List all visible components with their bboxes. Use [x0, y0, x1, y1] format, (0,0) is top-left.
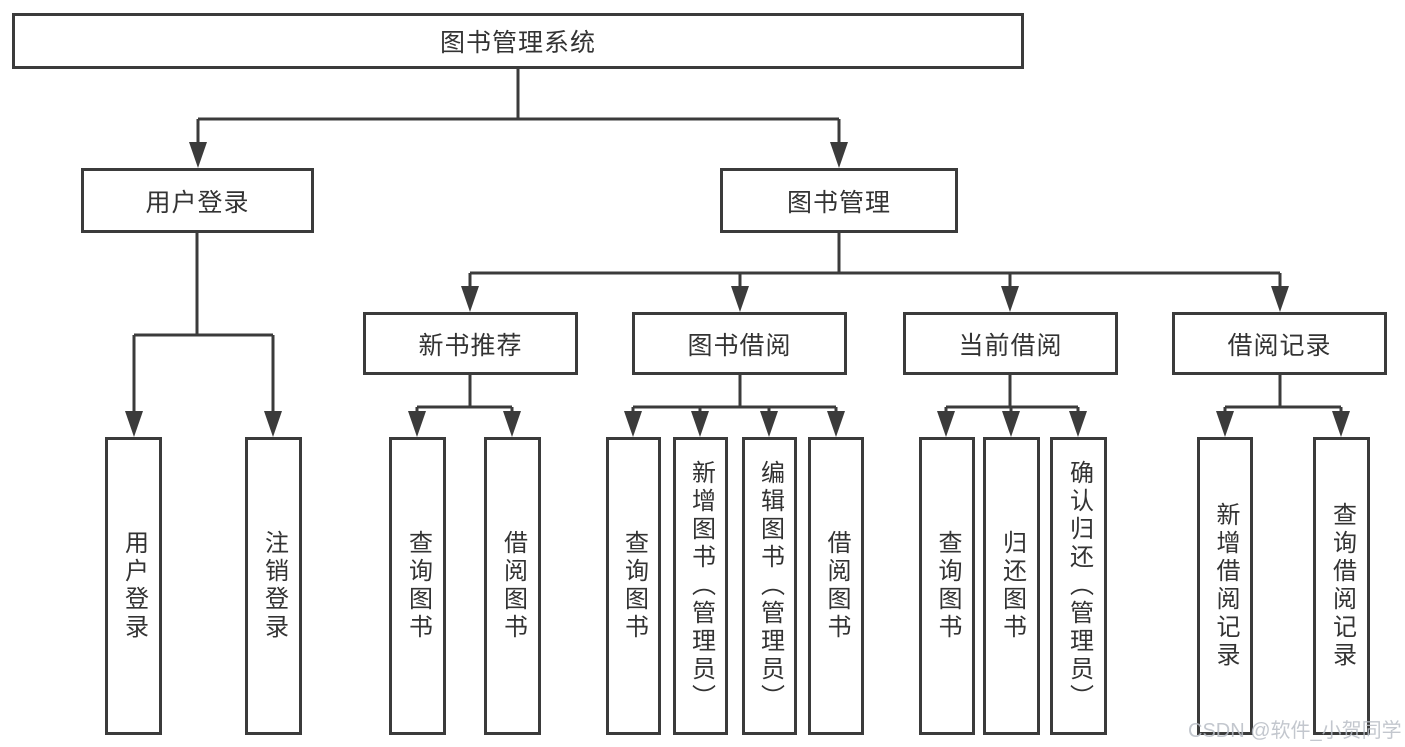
node-borrowing-records: 借阅记录 [1172, 312, 1387, 375]
leaf-borrow-query-books: 查询图书 [606, 437, 661, 735]
leaf-user-login: 用户登录 [105, 437, 162, 735]
node-book-management: 图书管理 [720, 168, 958, 233]
leaf-borrow-borrow-books: 借阅图书 [808, 437, 864, 735]
leaf-records-add-record-label: 新增借阅记录 [1212, 502, 1239, 670]
leaf-borrow-add-books-admin-label: 新增图书（管理员） [687, 460, 715, 712]
leaf-current-confirm-return-admin: 确认归还（管理员） [1050, 437, 1107, 735]
node-new-book-recommend-label: 新书推荐 [418, 331, 523, 360]
node-user-login-label: 用户登录 [145, 188, 250, 217]
leaf-logout: 注销登录 [245, 437, 302, 735]
node-borrowing-records-label: 借阅记录 [1227, 331, 1332, 360]
leaf-current-query-books-label: 查询图书 [934, 530, 961, 642]
leaf-current-query-books: 查询图书 [919, 437, 975, 735]
node-book-borrowing-label: 图书借阅 [687, 331, 792, 360]
node-root-label: 图书管理系统 [439, 29, 596, 57]
node-book-management-label: 图书管理 [786, 188, 891, 217]
csdn-watermark: CSDN @软件_小贺同学 [1188, 720, 1402, 742]
leaf-newrec-borrow-books: 借阅图书 [484, 437, 541, 735]
leaf-user-login-label: 用户登录 [120, 530, 148, 642]
leaf-logout-label: 注销登录 [260, 530, 288, 642]
leaf-newrec-query-books-label: 查询图书 [404, 530, 432, 642]
node-current-borrowing: 当前借阅 [903, 312, 1118, 375]
node-new-book-recommend: 新书推荐 [363, 312, 578, 375]
leaf-newrec-query-books: 查询图书 [389, 437, 446, 735]
leaf-records-query-record-label: 查询借阅记录 [1328, 502, 1356, 670]
leaf-records-add-record: 新增借阅记录 [1197, 437, 1253, 735]
leaf-borrow-query-books-label: 查询图书 [620, 530, 648, 642]
leaf-current-confirm-return-admin-label: 确认归还（管理员） [1065, 460, 1093, 712]
leaf-borrow-edit-books-admin-label: 编辑图书（管理员） [756, 460, 784, 712]
node-book-borrowing: 图书借阅 [632, 312, 847, 375]
node-root: 图书管理系统 [12, 13, 1024, 69]
leaf-borrow-edit-books-admin: 编辑图书（管理员） [742, 437, 797, 735]
leaf-newrec-borrow-books-label: 借阅图书 [499, 530, 527, 642]
leaf-current-return-books: 归还图书 [983, 437, 1040, 735]
leaf-current-return-books-label: 归还图书 [998, 530, 1026, 642]
leaf-borrow-add-books-admin: 新增图书（管理员） [673, 437, 728, 735]
node-user-login: 用户登录 [81, 168, 314, 233]
leaf-records-query-record: 查询借阅记录 [1313, 437, 1370, 735]
node-current-borrowing-label: 当前借阅 [958, 331, 1063, 360]
leaf-borrow-borrow-books-label: 借阅图书 [823, 530, 850, 642]
